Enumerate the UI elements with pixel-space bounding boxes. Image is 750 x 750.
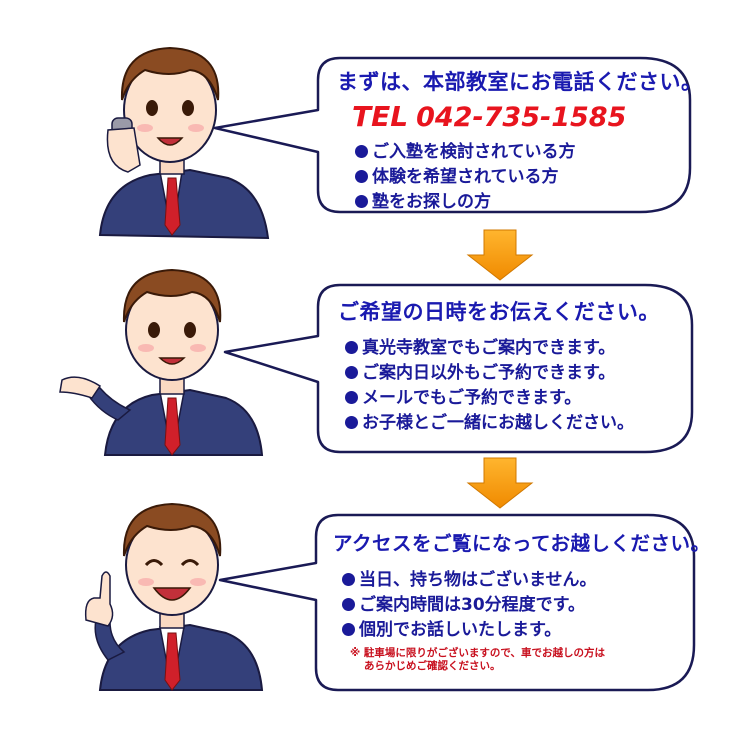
step3-headline: アクセスをご覧になってお越しください。 bbox=[333, 532, 711, 555]
step1-headline: まずは、本部教室にお電話ください。 bbox=[337, 70, 703, 94]
person-presenting bbox=[59, 268, 264, 456]
step1-item-list: ご入塾を検討されている方 体験を希望されている方 塾をお探しの方 bbox=[355, 140, 576, 215]
bullet-icon bbox=[345, 416, 358, 429]
bullet-icon bbox=[345, 341, 358, 354]
bullet-icon bbox=[342, 623, 355, 636]
bullet-icon bbox=[342, 598, 355, 611]
bullet-icon bbox=[342, 573, 355, 586]
step2-headline: ご希望の日時をお伝えください。 bbox=[338, 300, 660, 324]
tel-number[interactable]: 042-735-1585 bbox=[416, 102, 627, 133]
list-item: メールでもご予約できます。 bbox=[345, 386, 634, 411]
tel-label: TEL bbox=[352, 100, 409, 133]
list-item: 真光寺教室でもご案内できます。 bbox=[345, 336, 634, 361]
down-arrow-2 bbox=[466, 457, 534, 509]
list-item: 当日、持ち物はございません。 bbox=[342, 568, 597, 593]
speech-bubble-2 bbox=[223, 283, 694, 454]
list-item: 体験を希望されている方 bbox=[355, 165, 576, 190]
speech-bubble-1 bbox=[213, 56, 692, 214]
step2-item-list: 真光寺教室でもご案内できます。 ご案内日以外もご予約できます。 メールでもご予約… bbox=[345, 336, 634, 436]
bullet-icon bbox=[355, 145, 368, 158]
list-item: ご入塾を検討されている方 bbox=[355, 140, 576, 165]
bullet-icon bbox=[355, 195, 368, 208]
list-item: ご案内日以外もご予約できます。 bbox=[345, 361, 634, 386]
person-on-phone bbox=[98, 46, 270, 240]
step3-item-list: 当日、持ち物はございません。 ご案内時間は30分程度です。 個別でお話しいたしま… bbox=[342, 568, 597, 643]
bullet-icon bbox=[355, 170, 368, 183]
bullet-icon bbox=[345, 366, 358, 379]
list-item: 個別でお話しいたします。 bbox=[342, 618, 597, 643]
parking-note: ※ 駐車場に限りがございますので、車でお越しの方は あらかじめご確認ください。 bbox=[350, 647, 605, 672]
list-item: お子様とご一緒にお越しください。 bbox=[345, 411, 634, 436]
person-pointing bbox=[84, 502, 264, 691]
speech-bubble-3 bbox=[218, 513, 696, 692]
list-item: 塾をお探しの方 bbox=[355, 190, 576, 215]
down-arrow-1 bbox=[466, 229, 534, 281]
list-item: ご案内時間は30分程度です。 bbox=[342, 593, 597, 618]
bullet-icon bbox=[345, 391, 358, 404]
